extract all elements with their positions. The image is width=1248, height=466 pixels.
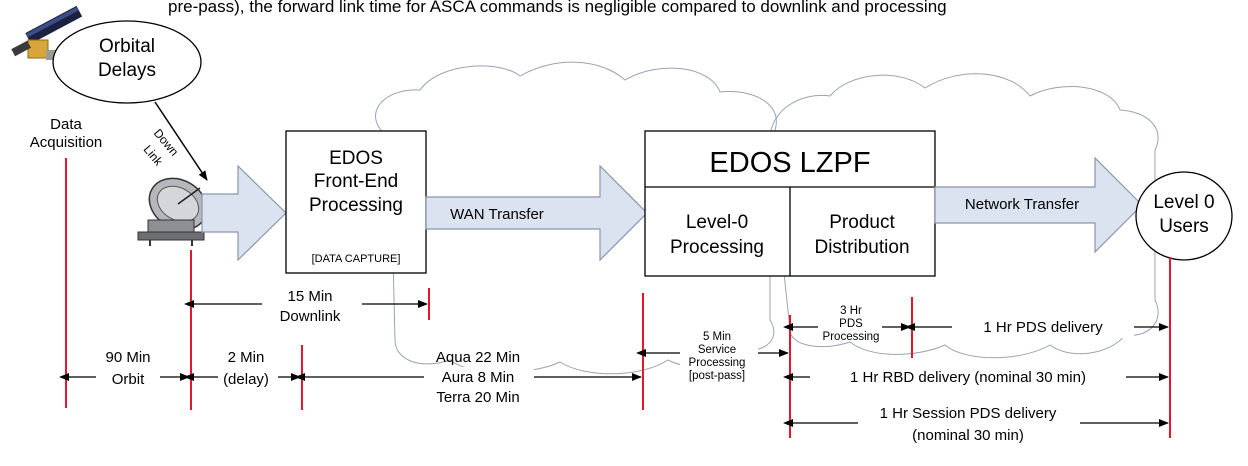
downlink-arrow [154, 101, 208, 181]
top-note-text: pre-pass), the forward link time for ASC… [168, 0, 947, 16]
data-acquisition-line1: Data [50, 116, 82, 133]
data-acquisition-line2: Acquisition [30, 134, 103, 151]
orbital-delays-ellipse [52, 20, 202, 104]
satellite-dish-icon [137, 177, 208, 246]
level0-users-line2: Users [1159, 216, 1209, 237]
delay-2-line2: (delay) [223, 371, 269, 388]
wan-transfer-arrow [425, 164, 648, 262]
cloud-right [769, 73, 1159, 359]
level0-users-ellipse [1135, 171, 1233, 261]
service-5-line1: 5 Min [703, 331, 731, 343]
satellite-icon [11, 5, 83, 60]
pds-3hr-line1: 3 Hr [840, 305, 862, 317]
edos-fep-box [285, 130, 427, 274]
session-delivery-line2: (nominal 30 min) [912, 427, 1024, 444]
orbit-90-line2: Orbit [112, 371, 145, 388]
aura-line: Aura 8 Min [442, 369, 515, 386]
service-5-line4: [post-pass] [689, 370, 745, 382]
edos-lzpf-title: EDOS LZPF [709, 147, 870, 179]
pds-delivery-label: 1 Hr PDS delivery [983, 319, 1103, 336]
terra-line: Terra 20 Min [436, 389, 519, 406]
downlink-15-line1: 15 Min [287, 288, 332, 305]
edos-fep-line3: Processing [309, 195, 403, 216]
downlink-15-line2: Downlink [280, 308, 341, 325]
level0-processing-line1: Level-0 [686, 212, 748, 233]
orbital-delays-line1: Orbital [99, 36, 155, 57]
level0-processing-line2: Processing [670, 237, 764, 258]
session-delivery-line1: 1 Hr Session PDS delivery [880, 405, 1057, 422]
network-transfer-arrow [934, 156, 1143, 254]
service-5-line3: Processing [689, 357, 746, 369]
capture-arrow [201, 164, 287, 262]
pds-3hr-line2: PDS [839, 318, 863, 330]
pds-3hr-line3: Processing [823, 331, 880, 343]
wan-transfer-label: WAN Transfer [450, 206, 544, 223]
rbd-delivery-label: 1 Hr RBD delivery (nominal 30 min) [850, 369, 1086, 386]
orbital-delays-line2: Delays [98, 60, 156, 81]
delay-2-line1: 2 Min [228, 349, 265, 366]
network-transfer-label: Network Transfer [965, 196, 1079, 213]
level0-users-line1: Level 0 [1153, 192, 1214, 213]
edos-fep-sub: [DATA CAPTURE] [312, 253, 401, 265]
aqua-line: Aqua 22 Min [436, 349, 520, 366]
service-5-line2: Service [698, 344, 736, 356]
product-distribution-line2: Distribution [814, 237, 909, 258]
orbit-90-line1: 90 Min [105, 349, 150, 366]
edos-fep-line1: EDOS [329, 148, 383, 169]
product-distribution-line1: Product [829, 212, 895, 233]
edos-fep-line2: Front-End [314, 171, 398, 192]
